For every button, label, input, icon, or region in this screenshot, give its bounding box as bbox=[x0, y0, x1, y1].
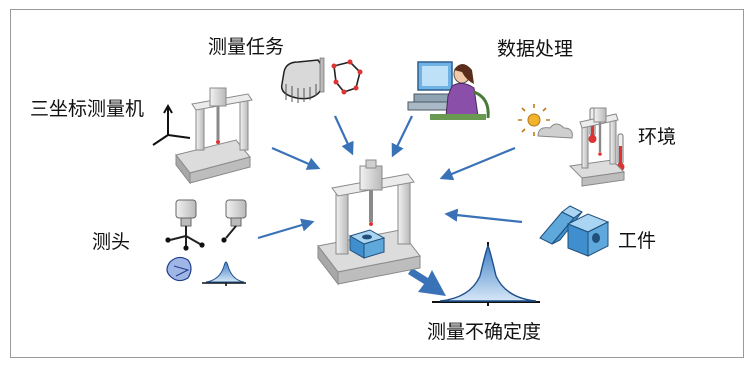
arrow-workpiece bbox=[444, 208, 523, 224]
arrow-probe bbox=[257, 218, 315, 240]
label-measurement-task: 测量任务 bbox=[208, 36, 285, 58]
measurement-task-icon bbox=[280, 57, 363, 103]
arrow-result bbox=[408, 268, 446, 296]
environment-icon bbox=[518, 104, 626, 187]
probe-b-icon bbox=[221, 199, 247, 243]
central-cmm-icon bbox=[317, 159, 421, 286]
cloud-icon bbox=[537, 123, 573, 139]
arrow-environment bbox=[439, 146, 516, 181]
workpiece-icon bbox=[539, 205, 610, 257]
arrow-task bbox=[334, 115, 354, 156]
label-uncertainty: 测量不确定度 bbox=[427, 321, 542, 343]
arrow-data-processing bbox=[391, 115, 413, 158]
probe-sphere-icon bbox=[166, 256, 192, 282]
env-cmm-icon bbox=[568, 107, 626, 187]
probe-a-icon bbox=[165, 199, 205, 251]
workpiece-bar-icon bbox=[539, 205, 583, 245]
arrow-cmm bbox=[271, 146, 321, 170]
label-workpiece: 工件 bbox=[618, 230, 657, 252]
workpiece-block-icon bbox=[566, 213, 610, 257]
thermometer-icon bbox=[588, 107, 625, 171]
probe-icon bbox=[165, 199, 247, 286]
central-workpiece-icon bbox=[348, 229, 386, 259]
data-processing-icon bbox=[407, 61, 490, 120]
cmm-icon bbox=[152, 87, 253, 185]
label-data-processing: 数据处理 bbox=[497, 38, 574, 60]
uncertainty-distribution-icon bbox=[432, 242, 540, 306]
axes-icon bbox=[152, 103, 191, 146]
probe-distribution-icon bbox=[202, 261, 246, 286]
label-probe: 测头 bbox=[92, 231, 131, 253]
label-environment: 环境 bbox=[638, 126, 677, 148]
label-cmm: 三坐标测量机 bbox=[30, 98, 145, 120]
